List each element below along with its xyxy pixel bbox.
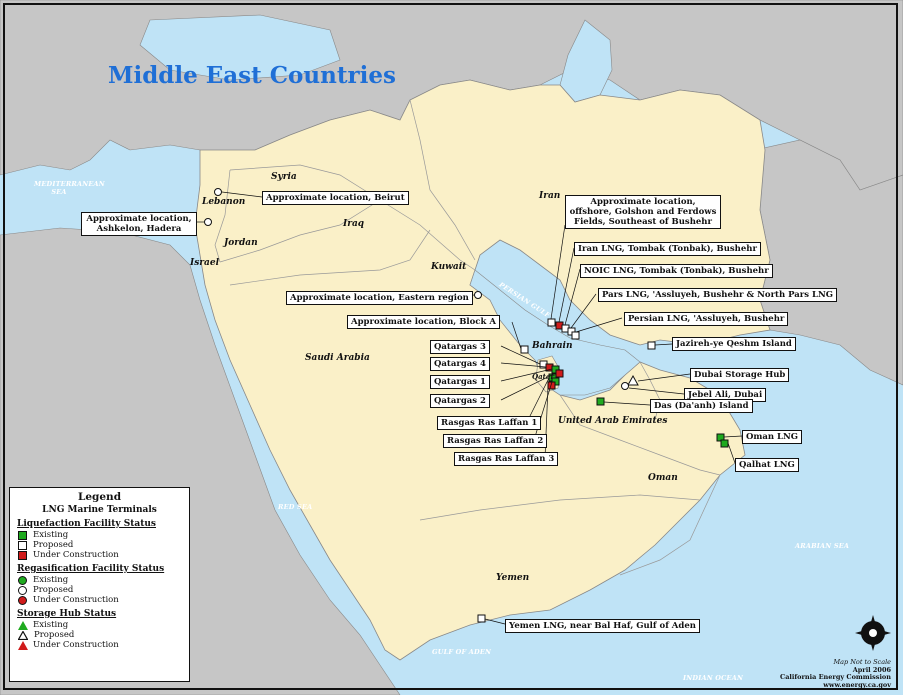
country-label-bahrain: Bahrain	[532, 341, 573, 351]
sea-label-arabian-sea: ARABIAN SEA	[795, 542, 850, 550]
marker-qalhat-lng	[720, 439, 729, 448]
green-triangle-icon	[18, 620, 28, 630]
legend-item: Proposed	[18, 540, 189, 550]
legend-storage-heading: Storage Hub Status	[17, 609, 117, 619]
country-label-saudi-arabia: Saudi Arabia	[305, 353, 370, 363]
legend-subtitle: LNG Marine Terminals	[42, 505, 157, 515]
country-label-kuwait: Kuwait	[431, 262, 467, 272]
legend: Legend LNG Marine Terminals Liquefaction…	[9, 487, 190, 682]
marker-beirut	[214, 188, 222, 196]
green-square-icon	[18, 530, 27, 540]
country-label-iran: Iran	[539, 191, 561, 201]
red-circle-icon	[18, 595, 27, 605]
sea-label-red-sea: RED SEA	[278, 503, 313, 511]
sea-label-indian-ocean: INDIAN OCEAN	[683, 674, 744, 682]
legend-regas-heading: Regasification Facility Status	[17, 564, 165, 574]
white-triangle-icon	[18, 630, 28, 640]
country-label-uae: United Arab Emirates	[558, 416, 668, 426]
facility-label-offshore-golshon: Approximate location, offshore, Golshon …	[565, 195, 721, 229]
country-label-lebanon: Lebanon	[202, 197, 246, 207]
facility-label-qatargas-4: Qatargas 4	[430, 357, 490, 371]
facility-label-rasgas-2: Rasgas Ras Laffan 2	[443, 434, 548, 448]
legend-item: Under Construction	[18, 640, 189, 650]
facility-label-qatargas-3: Qatargas 3	[430, 340, 490, 354]
facility-label-beirut: Approximate location, Beirut	[262, 191, 409, 205]
legend-item: Proposed	[18, 585, 189, 595]
facility-label-eastern-region: Approximate location, Eastern region	[286, 291, 473, 305]
red-triangle-icon	[18, 640, 28, 650]
facility-label-noic-lng: NOIC LNG, Tombak (Tonbak), Bushehr	[580, 264, 773, 278]
marker-qeshm	[647, 341, 656, 350]
marker-persian-lng	[571, 331, 580, 340]
marker-rasgas-3	[547, 381, 556, 390]
legend-item: Existing	[18, 530, 189, 540]
credits-web: www.energy.ca.gov	[823, 680, 891, 689]
credits-org: California Energy Commission	[780, 673, 891, 681]
marker-ashkelon	[204, 218, 212, 226]
marker-jebel-ali	[621, 382, 629, 390]
marker-yemen-lng	[477, 614, 486, 623]
map-title: Middle East Countries	[108, 62, 396, 89]
legend-item: Under Construction	[18, 550, 189, 560]
legend-item: Proposed	[18, 630, 189, 640]
marker-block-a	[520, 345, 529, 354]
facility-label-ashkelon: Approximate location, Ashkelon, Hadera	[81, 212, 197, 236]
facility-label-qatargas-1: Qatargas 1	[430, 375, 490, 389]
marker-qatargas-2	[555, 369, 564, 378]
sea-label-mediterranean: MEDITERRANEAN SEA	[34, 180, 105, 196]
country-label-qatar: Qatar	[532, 372, 555, 381]
green-circle-icon	[18, 575, 27, 585]
facility-label-qalhat-lng: Qalhat LNG	[735, 458, 799, 472]
credits-date: April 2006	[852, 665, 891, 674]
facility-label-oman-lng: Oman LNG	[742, 430, 803, 444]
marker-eastern-region	[474, 291, 482, 299]
compass-rose	[855, 615, 891, 651]
facility-label-rasgas-1: Rasgas Ras Laffan 1	[437, 416, 542, 430]
legend-title: Legend	[77, 491, 122, 503]
legend-liquefaction-heading: Liquefaction Facility Status	[17, 519, 156, 529]
country-label-jordan: Jordan	[224, 238, 258, 248]
facility-label-qatargas-2: Qatargas 2	[430, 394, 490, 408]
red-square-icon	[18, 550, 27, 560]
facility-label-persian-lng: Persian LNG, 'Assluyeh, Bushehr	[624, 312, 789, 326]
facility-label-dubai-storage: Dubai Storage Hub	[690, 368, 790, 382]
facility-label-yemen-lng: Yemen LNG, near Bal Haf, Gulf of Aden	[505, 619, 700, 633]
scale-note: Map Not to Scale	[833, 658, 891, 666]
facility-label-pars-lng: Pars LNG, 'Assluyeh, Bushehr & North Par…	[598, 288, 838, 302]
facility-label-rasgas-3: Rasgas Ras Laffan 3	[454, 452, 559, 466]
credits: Map Not to Scale April 2006 California E…	[780, 658, 891, 689]
legend-item: Under Construction	[18, 595, 189, 605]
sea-label-gulf-of-aden: GULF OF ADEN	[432, 648, 492, 656]
country-label-iraq: Iraq	[343, 219, 365, 229]
country-label-yemen: Yemen	[496, 573, 530, 583]
white-square-icon	[18, 540, 27, 550]
country-label-oman: Oman	[648, 473, 678, 483]
marker-offshore-golshon	[547, 318, 556, 327]
legend-item: Existing	[18, 575, 189, 585]
facility-label-qeshm: Jazireh-ye Qeshm Island	[672, 337, 796, 351]
country-label-israel: Israel	[190, 258, 219, 268]
legend-item: Existing	[18, 620, 189, 630]
facility-markers	[204, 188, 729, 623]
black-sea	[139, 14, 341, 81]
facility-label-iran-lng: Iran LNG, Tombak (Tonbak), Bushehr	[574, 242, 761, 256]
marker-dubai-storage	[627, 374, 639, 386]
white-circle-icon	[18, 585, 27, 595]
facility-label-block-a: Approximate location, Block A	[347, 315, 500, 329]
country-label-syria: Syria	[271, 172, 297, 182]
marker-das-island	[596, 397, 605, 406]
facility-label-das-island: Das (Da'anh) Island	[650, 399, 753, 413]
